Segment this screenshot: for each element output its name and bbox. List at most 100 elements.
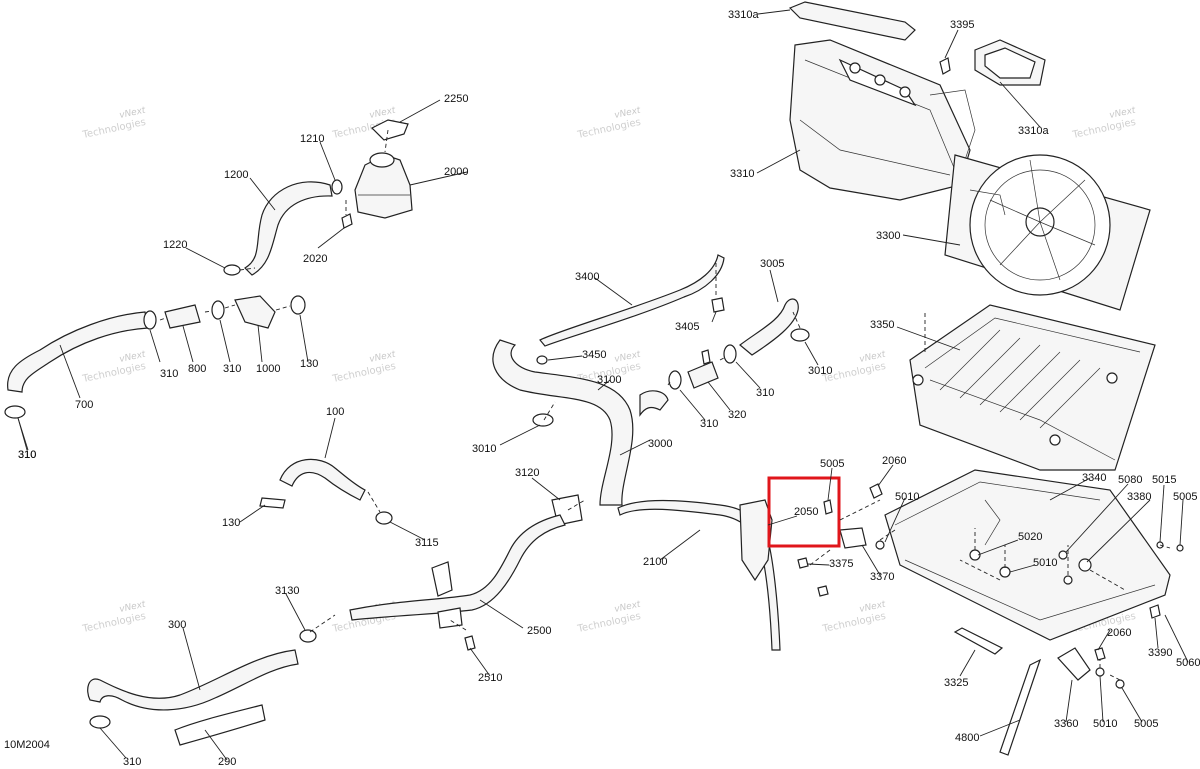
label-5005: 5005	[1134, 718, 1158, 730]
part-3325-strip[interactable]	[953, 627, 1004, 655]
part-2500-pipe[interactable]	[349, 514, 566, 629]
label-5010: 5010	[895, 491, 919, 503]
label-1000: 1000	[256, 363, 280, 375]
part-2100-hose[interactable]	[617, 499, 781, 651]
part-3005-hose[interactable]	[739, 298, 799, 356]
part-3310a-right-seal[interactable]	[974, 39, 1046, 86]
label-5080: 5080	[1118, 474, 1142, 486]
part-3010-clamp[interactable]	[532, 413, 554, 427]
part-3310a-top-strip[interactable]	[788, 1, 916, 41]
part-3000-hose[interactable]	[639, 390, 669, 417]
label-2000: 2000	[444, 166, 468, 178]
part-3100-hose[interactable]	[492, 339, 634, 506]
part-5010-nut[interactable]	[1063, 575, 1073, 585]
part-2050-thermostat-housing[interactable]	[739, 499, 773, 582]
part-130-clamp[interactable]	[290, 295, 306, 315]
label-1220: 1220	[163, 239, 187, 251]
label-3360: 3360	[1054, 718, 1078, 730]
part-3360-bracket[interactable]	[1057, 647, 1091, 681]
part-3010-clamp[interactable]	[790, 328, 810, 342]
part-2510-screw[interactable]	[464, 635, 476, 651]
part-5010-nut[interactable]	[1095, 667, 1105, 677]
part-3350-radiator[interactable]	[909, 304, 1156, 471]
label-3300: 3300	[876, 230, 900, 242]
assembly-dash-lines	[159, 129, 1171, 681]
label-3115: 3115	[415, 537, 439, 549]
part-3115-clamp[interactable]	[375, 511, 393, 525]
part-3300-fan[interactable]	[944, 154, 1151, 311]
part-3310-air-box[interactable]	[789, 39, 976, 201]
label-3395: 3395	[950, 19, 974, 31]
label-5005: 5005	[1173, 491, 1197, 503]
part-5005-bolt[interactable]	[823, 499, 833, 515]
label-5005: 5005	[820, 458, 844, 470]
part-5005-bolt[interactable]	[1115, 679, 1125, 689]
watermark-text: Technologies	[331, 361, 397, 385]
part-5005-bolt[interactable]	[1176, 544, 1184, 552]
part-1000-fitting[interactable]	[234, 295, 276, 329]
label-5010: 5010	[1093, 718, 1117, 730]
label-3370: 3370	[870, 571, 894, 583]
part-3450-clamp[interactable]	[536, 355, 548, 365]
watermark-text: Technologies	[576, 117, 642, 141]
part-3370-bracket[interactable]	[839, 527, 867, 549]
label-2050: 2050	[794, 506, 818, 518]
part-3130-clamp[interactable]	[299, 629, 317, 643]
part-310-clamp[interactable]	[668, 370, 682, 390]
part-700-hose[interactable]	[7, 311, 149, 393]
part-3390-bolt[interactable]	[1149, 604, 1161, 619]
part-100-hose[interactable]	[279, 458, 366, 501]
part-310-clamp[interactable]	[4, 405, 26, 419]
label-5020: 5020	[1018, 531, 1042, 543]
part-320-fitting[interactable]	[687, 349, 719, 389]
label-3310: 3310	[730, 168, 754, 180]
label-3010: 3010	[472, 443, 496, 455]
part-130-screw[interactable]	[259, 497, 286, 509]
label-5015: 5015	[1152, 474, 1176, 486]
part-4800-rail[interactable]	[999, 658, 1042, 756]
label-3390: 3390	[1148, 647, 1172, 659]
watermark-text: Technologies	[576, 611, 642, 635]
diagram-code: 10M2004	[4, 739, 50, 751]
part-2020-screw[interactable]	[341, 213, 353, 229]
part-labels: 3310a 3395 3310a 3310 2250 1210 2000 120…	[4, 9, 1200, 768]
label-3310a: 3310a	[728, 9, 759, 21]
part-310-clamp[interactable]	[143, 310, 157, 330]
part-5020-bushing[interactable]	[969, 549, 1011, 578]
watermark-text: Technologies	[81, 611, 147, 635]
part-2000-reservoir[interactable]	[354, 152, 413, 219]
part-290-sleeve[interactable]	[174, 704, 266, 746]
part-1220-clamp[interactable]	[223, 264, 241, 276]
part-1200-hose[interactable]	[244, 181, 333, 276]
label-3310a: 3310a	[1018, 125, 1049, 137]
part-800-fitting[interactable]	[164, 304, 201, 329]
part-3395-clip[interactable]	[939, 57, 951, 75]
part-310-clamp[interactable]	[89, 715, 111, 729]
part-3400-tube[interactable]	[539, 254, 725, 347]
label-5060: 5060	[1176, 657, 1200, 669]
part-5080-bushing[interactable]	[1058, 550, 1068, 560]
label-100: 100	[326, 406, 344, 418]
part-300-hose[interactable]	[87, 649, 299, 711]
label-3340: 3340	[1082, 472, 1106, 484]
part-2060-bolt[interactable]	[869, 483, 883, 499]
part-1210-clamp[interactable]	[331, 179, 343, 195]
part-3340-tray[interactable]	[884, 469, 1171, 641]
label-310: 310	[700, 418, 718, 430]
part-2060-bolt[interactable]	[1094, 647, 1106, 661]
part-2250-cap[interactable]	[370, 119, 409, 141]
part-3380-grommet[interactable]	[1078, 558, 1092, 572]
part-3405-clamp[interactable]	[711, 297, 725, 313]
label-4800: 4800	[955, 732, 979, 744]
watermark-text: Technologies	[81, 117, 147, 141]
watermark-text: Technologies	[1071, 117, 1137, 141]
part-310-clamp[interactable]	[723, 344, 737, 364]
label-2100: 2100	[643, 556, 667, 568]
part-310-clamp[interactable]	[211, 300, 225, 320]
label-3400: 3400	[575, 271, 599, 283]
label-130: 130	[300, 358, 318, 370]
part-3375-screw[interactable]	[797, 557, 829, 597]
label-310: 310	[223, 363, 241, 375]
part-5010-nut[interactable]	[875, 540, 885, 550]
